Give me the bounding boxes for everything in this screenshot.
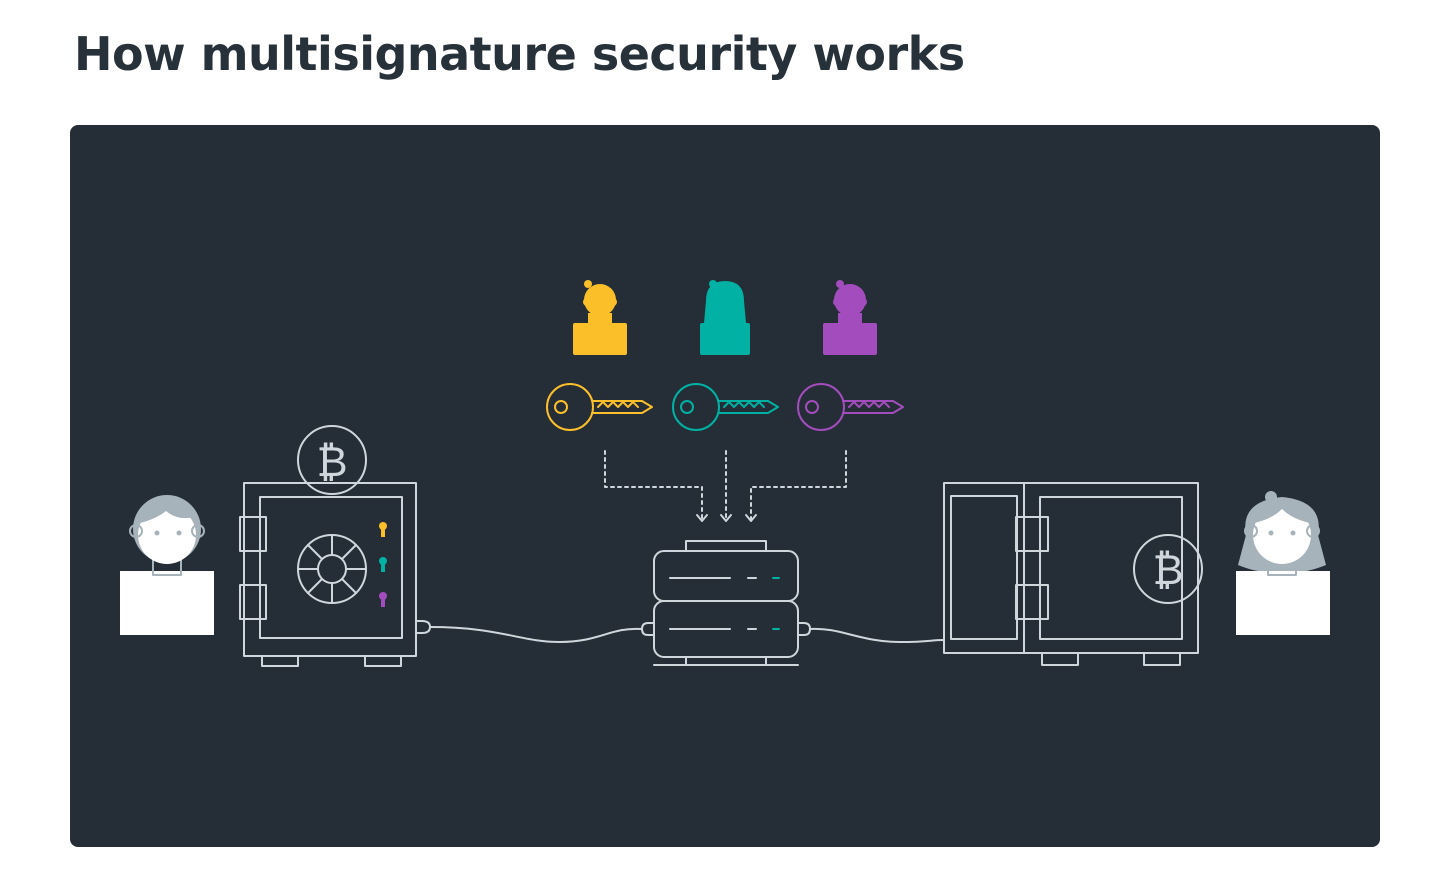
safe-keyholes <box>379 522 387 607</box>
receiver-body <box>1236 571 1330 635</box>
key-holder-1 <box>546 280 653 431</box>
signature-arrows <box>604 450 847 520</box>
arrow-heads <box>696 514 757 522</box>
signer-2-person-icon <box>700 280 750 355</box>
page-title: How multisignature security works <box>74 27 965 81</box>
multisig-diagram: ₿ <box>70 125 1380 847</box>
sender-person-icon <box>120 495 214 635</box>
server-status-lights <box>772 577 780 630</box>
bitcoin-coin-icon <box>1133 534 1203 604</box>
sender-safe-icon <box>239 425 431 667</box>
signer-1-person-icon <box>573 280 627 355</box>
sender-face <box>138 506 196 564</box>
signer-2-key-icon <box>672 383 779 431</box>
sender-body <box>120 571 214 635</box>
key-holder-2 <box>672 280 779 431</box>
signer-3-person-icon <box>823 280 877 355</box>
receiver-face <box>1253 506 1311 564</box>
keyhole-icon-1 <box>379 522 387 537</box>
keyhole-icon-2 <box>379 557 387 572</box>
signer-1-key-icon <box>546 383 653 431</box>
bitcoin-coin-icon <box>297 425 367 495</box>
signer-3-key-icon <box>797 383 904 431</box>
network-cables <box>429 626 945 643</box>
diagram-panel: ₿ <box>70 125 1380 847</box>
keyhole-icon-3 <box>379 592 387 607</box>
cable-left <box>429 626 643 643</box>
right-bitcoin-symbol: ₿ <box>1152 545 1183 594</box>
key-holder-3 <box>797 280 904 431</box>
server-icon <box>641 540 811 666</box>
cable-right <box>809 627 945 643</box>
arrow-from-signer-3 <box>750 450 847 520</box>
receiver-safe-icon <box>943 482 1203 666</box>
arrow-from-signer-1 <box>604 450 703 520</box>
receiver-person-icon <box>1236 491 1330 635</box>
left-bitcoin-symbol: ₿ <box>316 437 347 486</box>
